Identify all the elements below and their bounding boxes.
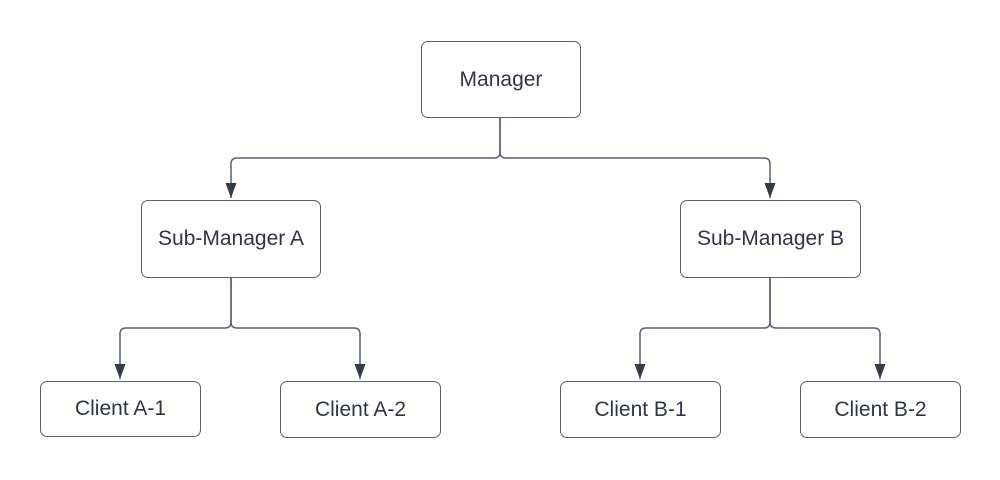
node-sub-manager-a[interactable]: Sub-Manager A — [141, 200, 321, 278]
node-sub-manager-a-label: Sub-Manager A — [158, 227, 304, 251]
edge-sub-manager-b-to-client-b-2 — [769, 278, 886, 379]
node-client-b-2-label: Client B-2 — [834, 397, 927, 421]
node-client-a-1[interactable]: Client A-1 — [40, 381, 201, 437]
node-sub-manager-b[interactable]: Sub-Manager B — [680, 200, 861, 278]
node-client-a-2[interactable]: Client A-2 — [280, 381, 441, 438]
node-client-b-1[interactable]: Client B-1 — [560, 381, 721, 438]
edge-manager-to-sub-manager-b — [499, 118, 776, 198]
node-client-a-1-label: Client A-1 — [74, 397, 167, 421]
edge-sub-manager-a-to-client-a-2 — [230, 278, 366, 379]
node-client-a-2-label: Client A-2 — [314, 397, 407, 421]
edge-sub-manager-a-to-client-a-1 — [114, 278, 232, 379]
edge-sub-manager-b-to-client-b-1 — [634, 278, 771, 379]
node-sub-manager-b-label: Sub-Manager B — [696, 227, 845, 251]
node-manager-label: Manager — [459, 67, 543, 91]
node-client-b-2[interactable]: Client B-2 — [800, 381, 961, 438]
edge-manager-to-sub-manager-a — [225, 118, 501, 198]
node-client-b-1-label: Client B-1 — [594, 397, 687, 421]
node-manager[interactable]: Manager — [421, 41, 581, 118]
